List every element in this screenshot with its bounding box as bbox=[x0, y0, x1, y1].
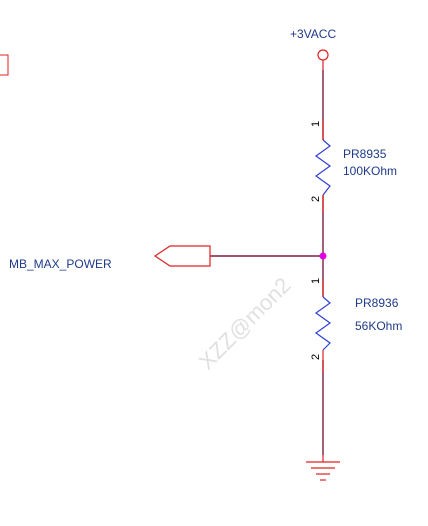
pr8935-pin-1: 1 bbox=[310, 121, 322, 127]
resistor-pr8935 bbox=[314, 120, 332, 212]
pr8936-ref: PR8936 bbox=[355, 296, 399, 310]
net-port-symbol bbox=[153, 245, 211, 267]
pr8935-pin-2: 2 bbox=[310, 196, 322, 202]
pr8936-pin-1: 1 bbox=[310, 278, 322, 284]
net-label: MB_MAX_POWER bbox=[9, 257, 112, 271]
watermark: XZZ@mon2 bbox=[194, 272, 296, 374]
offscreen-symbol-fragment bbox=[0, 54, 9, 76]
power-port-symbol bbox=[317, 49, 329, 70]
power-label: +3VACC bbox=[290, 27, 336, 41]
junction-dot bbox=[319, 252, 327, 260]
pr8936-pin-2: 2 bbox=[310, 354, 322, 360]
resistor-pr8936 bbox=[314, 280, 332, 372]
pr8935-value: 100KOhm bbox=[343, 164, 397, 178]
pr8935-ref: PR8935 bbox=[343, 147, 387, 161]
ground-icon bbox=[306, 455, 340, 481]
pr8936-value: 56KOhm bbox=[355, 319, 402, 333]
